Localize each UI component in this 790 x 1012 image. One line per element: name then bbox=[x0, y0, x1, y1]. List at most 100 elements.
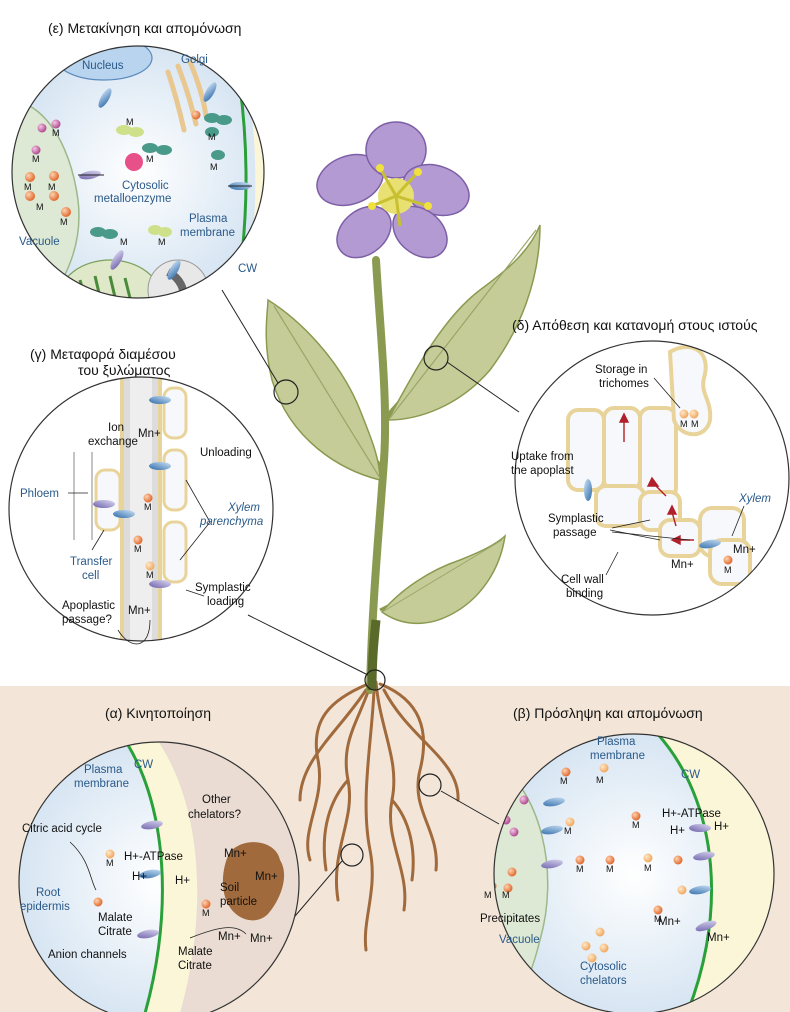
svg-text:M: M bbox=[134, 544, 142, 554]
svg-text:Apoplastic: Apoplastic bbox=[62, 600, 115, 612]
plant bbox=[265, 121, 541, 952]
svg-text:parenchyma: parenchyma bbox=[199, 516, 263, 528]
svg-text:M: M bbox=[210, 162, 218, 172]
svg-text:Plasma: Plasma bbox=[597, 736, 636, 748]
panel-d: (δ) Απόθεση και κατανομή στους ιστούς bbox=[511, 317, 790, 616]
svg-text:M: M bbox=[24, 182, 32, 192]
connector-lines bbox=[221, 289, 520, 923]
svg-text:Mn+: Mn+ bbox=[224, 848, 247, 860]
svg-text:Mn+: Mn+ bbox=[255, 871, 278, 883]
svg-text:M: M bbox=[48, 182, 56, 192]
svg-text:the apoplast: the apoplast bbox=[511, 465, 574, 477]
svg-text:chelators?: chelators? bbox=[188, 809, 241, 821]
svg-text:exchange: exchange bbox=[88, 436, 138, 448]
svg-text:Citric acid cycle: Citric acid cycle bbox=[22, 823, 102, 835]
svg-text:particle: particle bbox=[220, 896, 257, 908]
svg-text:M: M bbox=[502, 890, 510, 900]
svg-text:Xylem: Xylem bbox=[227, 502, 260, 514]
svg-text:M: M bbox=[144, 502, 152, 512]
marker-stem-base bbox=[364, 669, 386, 691]
svg-text:membrane: membrane bbox=[74, 778, 129, 790]
svg-text:Symplastic: Symplastic bbox=[548, 513, 604, 525]
marker-leaf-left bbox=[273, 379, 299, 405]
svg-text:binding: binding bbox=[566, 588, 603, 600]
leaf-left bbox=[265, 298, 381, 481]
marker-leaf-right bbox=[423, 345, 449, 371]
svg-text:trichomes: trichomes bbox=[599, 378, 649, 390]
svg-text:Symplastic: Symplastic bbox=[195, 582, 251, 594]
svg-text:CW: CW bbox=[681, 769, 700, 781]
svg-text:H+: H+ bbox=[132, 871, 147, 883]
svg-text:Uptake from: Uptake from bbox=[511, 451, 574, 463]
svg-text:M: M bbox=[564, 826, 572, 836]
svg-text:membrane: membrane bbox=[590, 750, 645, 762]
label-plasma: Plasma bbox=[189, 213, 228, 225]
svg-text:Precipitates: Precipitates bbox=[480, 913, 540, 925]
svg-text:CW: CW bbox=[134, 759, 153, 771]
label-membrane: membrane bbox=[180, 227, 235, 239]
svg-text:M: M bbox=[146, 570, 154, 580]
marker-root-right bbox=[418, 773, 442, 797]
svg-text:Mn+: Mn+ bbox=[671, 559, 694, 571]
svg-text:M: M bbox=[202, 908, 210, 918]
svg-text:M: M bbox=[484, 890, 492, 900]
svg-text:H+: H+ bbox=[175, 875, 190, 887]
svg-text:Mn+: Mn+ bbox=[138, 428, 161, 440]
svg-text:H+: H+ bbox=[714, 821, 729, 833]
svg-text:Mn+: Mn+ bbox=[218, 931, 241, 943]
svg-text:M: M bbox=[606, 864, 614, 874]
svg-text:Unloading: Unloading bbox=[200, 447, 252, 459]
svg-text:M: M bbox=[120, 237, 128, 247]
marker-root-left bbox=[340, 843, 364, 867]
svg-text:Citrate: Citrate bbox=[178, 960, 212, 972]
svg-text:epidermis: epidermis bbox=[20, 901, 70, 913]
svg-text:Root: Root bbox=[36, 887, 61, 899]
svg-text:M: M bbox=[680, 419, 688, 429]
svg-text:M: M bbox=[724, 565, 732, 575]
svg-text:H+: H+ bbox=[670, 825, 685, 837]
svg-text:M: M bbox=[644, 863, 652, 873]
label-vacuole: Vacuole bbox=[19, 236, 60, 248]
svg-text:Soil: Soil bbox=[220, 882, 239, 894]
svg-text:M: M bbox=[654, 914, 662, 924]
panel-g-title-line2: του ξυλώματος bbox=[78, 362, 171, 378]
svg-text:M: M bbox=[146, 154, 154, 164]
flower bbox=[316, 121, 470, 259]
svg-text:M: M bbox=[52, 128, 60, 138]
svg-text:H+-ATPase: H+-ATPase bbox=[124, 851, 183, 863]
metal-group-e bbox=[25, 110, 201, 217]
svg-text:M: M bbox=[560, 776, 568, 786]
panel-e-title: (ε) Μετακίνηση και απομόνωση bbox=[48, 20, 241, 36]
svg-text:H+-ATPase: H+-ATPase bbox=[662, 808, 721, 820]
stem bbox=[366, 256, 390, 694]
panel-d-title: (δ) Απόθεση και κατανομή στους ιστούς bbox=[512, 317, 758, 333]
svg-text:Mn+: Mn+ bbox=[658, 916, 681, 928]
svg-text:Mn+: Mn+ bbox=[707, 932, 730, 944]
svg-text:M: M bbox=[208, 132, 216, 142]
svg-text:Mn+: Mn+ bbox=[733, 544, 756, 556]
svg-text:Vacuole: Vacuole bbox=[499, 934, 540, 946]
svg-text:M: M bbox=[106, 858, 114, 868]
svg-text:passage?: passage? bbox=[62, 614, 112, 626]
leaf-right-lower bbox=[380, 534, 507, 625]
svg-text:Transfer: Transfer bbox=[70, 556, 113, 568]
svg-text:M: M bbox=[632, 820, 640, 830]
svg-text:Malate: Malate bbox=[178, 946, 213, 958]
svg-text:chelators: chelators bbox=[580, 975, 627, 987]
svg-text:M: M bbox=[596, 775, 604, 785]
panel-g-title-line1: (γ) Μεταφορά διαμέσου bbox=[30, 346, 176, 362]
svg-text:M: M bbox=[576, 864, 584, 874]
svg-text:cell: cell bbox=[82, 570, 99, 582]
svg-text:loading: loading bbox=[207, 596, 244, 608]
svg-text:Mn+: Mn+ bbox=[128, 605, 151, 617]
label-cytosolic: Cytosolic bbox=[122, 180, 169, 192]
svg-text:Xylem: Xylem bbox=[738, 493, 771, 505]
svg-text:M: M bbox=[32, 154, 40, 164]
roots bbox=[298, 678, 460, 952]
svg-text:Malate: Malate bbox=[98, 912, 133, 924]
svg-text:passage: passage bbox=[553, 527, 596, 539]
svg-text:Storage in: Storage in bbox=[595, 364, 647, 376]
label-metalloenzyme: metalloenzyme bbox=[94, 193, 171, 205]
